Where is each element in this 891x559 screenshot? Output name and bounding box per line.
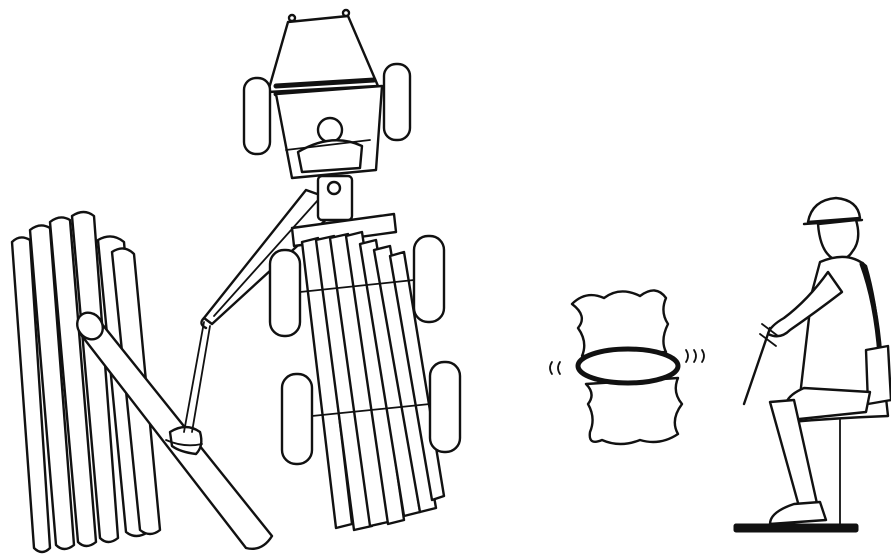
forestry-tractor [242,8,462,532]
lever-handle [759,323,779,347]
rear-wheel-right [428,360,462,454]
boom-inner-line [213,199,319,317]
log-diagonal-end [76,311,104,341]
chassis-neck [316,174,354,222]
axle-rear [311,403,431,417]
articulation-pin [326,180,342,196]
operator-boot [768,500,828,526]
boom-joint [200,316,208,330]
vibration-waves-right [685,349,705,363]
hood-hook-right [341,8,351,18]
load-log-4 [344,230,406,526]
front-wheel-left [242,76,272,156]
hood-hook-left [287,13,297,23]
log-pile [10,210,274,554]
axle-mid [299,279,415,293]
mid-wheel-left [268,248,302,338]
boom-rod-right [191,325,211,433]
load-log-1 [300,236,354,530]
log-back-4 [70,210,120,544]
hood-bar-1 [273,77,377,89]
log-back-3 [48,216,98,548]
control-lever [742,326,772,406]
load-log-6 [372,244,438,514]
seat-backrest [864,344,891,406]
hard-hat [806,196,862,224]
vertebra-upper [570,289,670,358]
vibration-waves-left [549,361,561,375]
vertebra-lower [584,376,684,446]
boom-rod-left [183,321,205,433]
floor-platform [733,523,859,533]
driver-head [316,116,344,144]
mid-wheel-right [412,234,446,324]
grapple-claw [168,425,203,456]
log-back-2 [28,224,76,551]
grapple-wrap [165,439,203,447]
intervertebral-disc [575,346,681,386]
cab-seat [285,139,371,151]
spinal-vertebrae [549,289,705,446]
front-wheel-right [382,62,412,142]
seated-operator [733,196,891,533]
log-back-1 [10,236,52,554]
operator-head [816,218,860,261]
rear-wheel-left [280,372,314,466]
